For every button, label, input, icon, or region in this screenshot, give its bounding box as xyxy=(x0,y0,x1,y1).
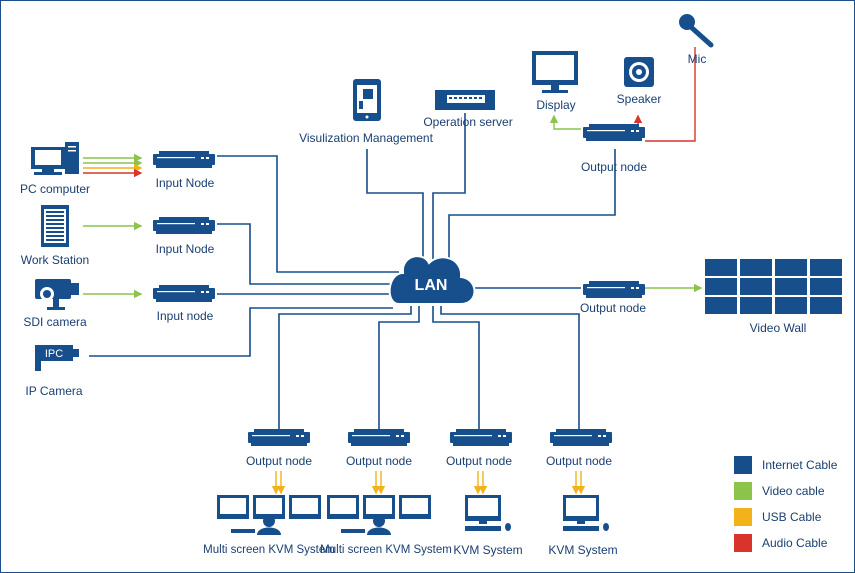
lan-label: LAN xyxy=(414,277,448,294)
multi-screen-kvm-1-icon xyxy=(217,495,321,535)
kvm-system-2-label: KVM System xyxy=(548,543,618,557)
output-node-top-label: Output node xyxy=(580,160,648,174)
output-node-bottom-3-device xyxy=(450,429,512,446)
input-node-1-label: Input Node xyxy=(155,176,215,190)
lan-cloud-icon xyxy=(388,255,476,305)
ip-camera-icon: IPC xyxy=(35,345,79,371)
mic-icon xyxy=(679,14,714,48)
signal-cables xyxy=(83,47,703,495)
multi-screen-kvm-2-label: Multi screen KVM System xyxy=(320,544,452,556)
ip-camera-label: IP Camera xyxy=(25,384,83,398)
speaker-icon xyxy=(624,57,654,87)
mic-label: Mic xyxy=(687,52,707,66)
input-node-3-device xyxy=(153,285,215,302)
multi-screen-kvm-2-icon xyxy=(327,495,431,535)
legend-video-label: Video cable xyxy=(762,484,825,498)
operation-server-label: Operation server xyxy=(423,115,513,129)
video-wall-icon xyxy=(705,259,842,314)
output-node-bottom-4-device xyxy=(550,429,612,446)
output-node-top-device xyxy=(583,124,645,141)
output-node-right-device xyxy=(583,281,645,298)
operation-server-icon xyxy=(435,90,495,110)
kvm-system-1-icon xyxy=(465,495,511,531)
legend-swatch-video xyxy=(734,482,752,500)
legend-audio-label: Audio Cable xyxy=(762,536,828,550)
display-monitor-icon xyxy=(532,51,578,93)
kvm-system-2-icon xyxy=(563,495,609,531)
output-node-bottom-2-label: Output node xyxy=(345,454,413,468)
workstation-label: Work Station xyxy=(20,253,90,267)
pc-computer-label: PC computer xyxy=(19,182,91,196)
internet-cables xyxy=(89,113,616,429)
visualization-tablet-icon xyxy=(353,79,381,121)
multi-screen-kvm-1-label: Multi screen KVM System xyxy=(203,544,335,556)
display-label: Display xyxy=(536,98,576,112)
output-node-bottom-3-label: Output node xyxy=(445,454,513,468)
output-node-bottom-1-label: Output node xyxy=(245,454,313,468)
output-node-bottom-1-device xyxy=(248,429,310,446)
output-node-right-label: Output node xyxy=(579,301,647,315)
input-node-1-device xyxy=(153,151,215,168)
legend-usb-label: USB Cable xyxy=(762,510,822,524)
output-node-bottom-2-device xyxy=(348,429,410,446)
input-node-2-device xyxy=(153,217,215,234)
input-node-2-label: Input Node xyxy=(155,242,215,256)
legend-swatch-audio xyxy=(734,534,752,552)
input-node-3-label: Input node xyxy=(156,309,214,323)
visualization-management-label: Visulization Management xyxy=(299,131,433,145)
kvm-system-1-label: KVM System xyxy=(453,543,523,557)
legend-swatch-usb xyxy=(734,508,752,526)
speaker-label: Speaker xyxy=(616,92,662,106)
sdi-camera-label: SDI camera xyxy=(23,315,87,329)
workstation-icon xyxy=(41,205,69,247)
pc-computer-icon xyxy=(31,142,79,175)
sdi-camera-icon xyxy=(35,279,79,310)
video-wall-label: Video Wall xyxy=(749,321,807,335)
legend-swatch-internet xyxy=(734,456,752,474)
legend-internet-label: Internet Cable xyxy=(762,458,838,472)
output-node-bottom-4-label: Output node xyxy=(545,454,613,468)
ip-camera-tag: IPC xyxy=(45,348,63,360)
